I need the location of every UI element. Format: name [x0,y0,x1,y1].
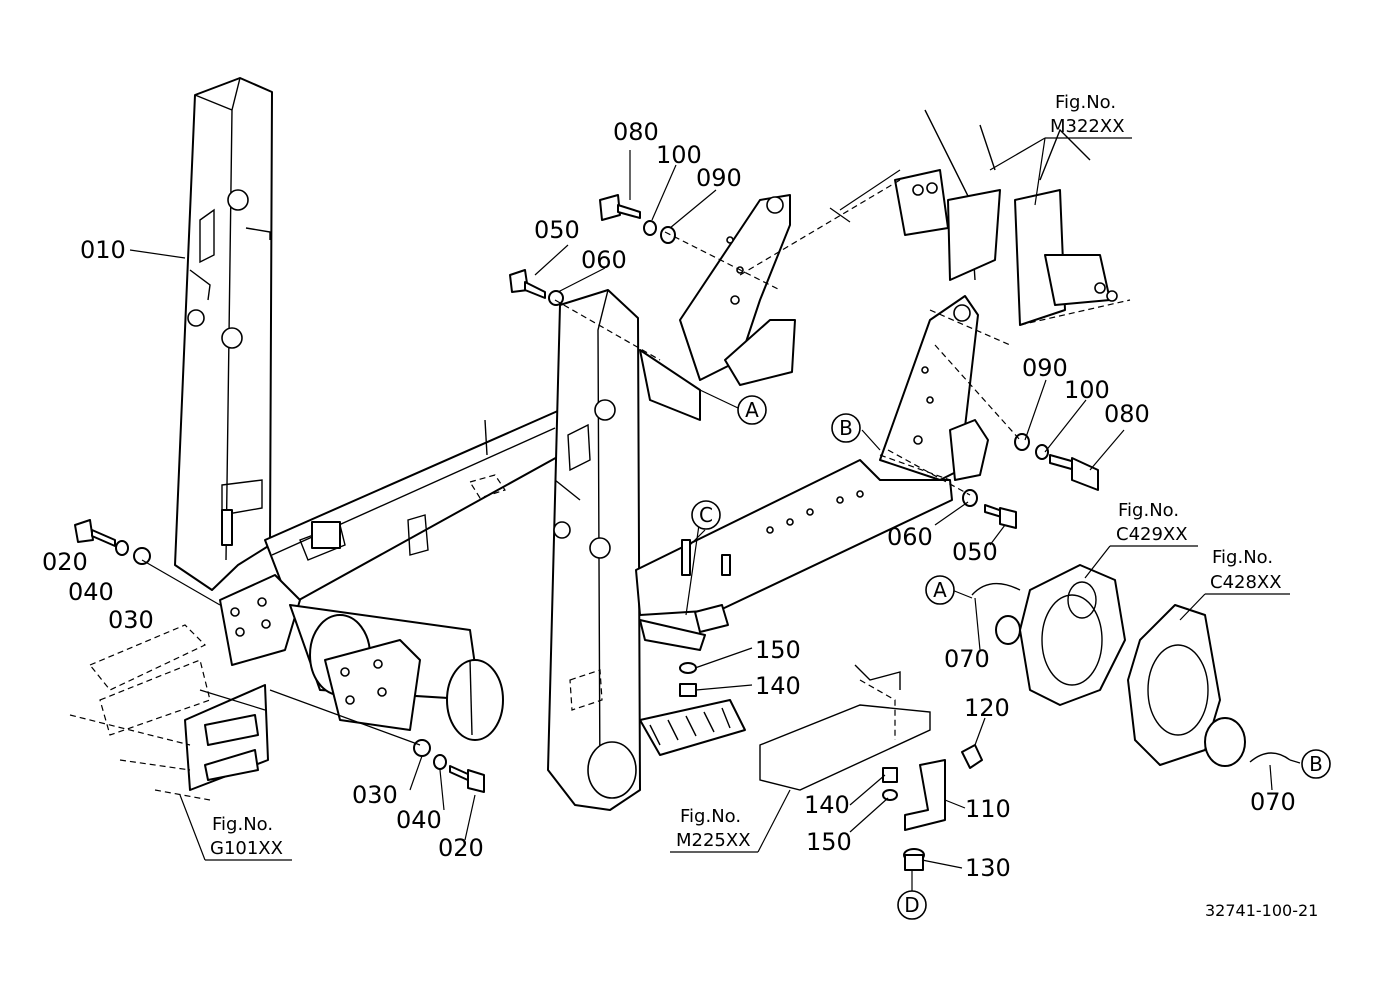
m225-code: M225XX [676,830,751,851]
label-040-bottom: 040 [396,806,442,834]
svg-text:A: A [933,578,947,602]
label-150-bottom: 150 [806,828,852,856]
svg-text:D: D [904,893,919,917]
label-100-top: 100 [656,141,702,169]
m322-title: Fig.No. [1055,92,1116,113]
fastener-set [74,194,1099,801]
label-120: 120 [964,694,1010,722]
right-upright-frame [547,289,641,811]
right-side-beam [635,459,953,616]
label-080-right: 080 [1104,400,1150,428]
c428-title: Fig.No. [1212,547,1273,568]
label-010: 010 [80,236,126,264]
figure-ref-g101: Fig.No. G101XX [179,794,292,861]
m322-reference-assembly [894,109,1131,326]
label-130: 130 [965,854,1011,882]
leader-lines [129,150,1301,893]
svg-text:B: B [1309,752,1323,776]
label-060-right: 060 [887,523,933,551]
label-020-left: 020 [42,548,88,576]
svg-text:C: C [699,503,713,527]
bracket-110 [904,759,946,831]
left-upright-frame [174,77,273,591]
ref-b-top: B [831,413,861,443]
label-080-top: 080 [613,118,659,146]
label-030-bottom: 030 [352,781,398,809]
g101-code: G101XX [210,838,283,859]
figure-ref-m322: Fig.No. M322XX [989,92,1132,206]
reference-letters: A B C A B D [691,395,1331,920]
m322-code: M322XX [1050,116,1125,137]
catalog-id: 32741-100-21 [1205,901,1318,920]
label-140-bottom: 140 [804,791,850,819]
snap-ring-070-right [1249,752,1291,763]
label-060-top: 060 [581,246,627,274]
c428-housing [1127,604,1246,767]
mount-bracket-a [639,194,796,421]
c429-housing [995,564,1126,706]
ref-b-bottom: B [1301,749,1331,779]
figure-ref-c429: Fig.No. C429XX [1084,500,1198,579]
label-040-left: 040 [68,578,114,606]
step-plate [639,699,746,756]
g101-title: Fig.No. [212,814,273,835]
ref-a-bottom: A [925,575,955,605]
bolt-120 [961,744,983,769]
front-mount-plate-lower [324,639,421,731]
figure-ref-m225: Fig.No. M225XX [670,789,791,853]
cross-beam [264,409,571,606]
label-140-center: 140 [755,672,801,700]
figure-ref-c428: Fig.No. C428XX [1179,547,1290,621]
label-050-top: 050 [534,216,580,244]
g101-reference-assembly [69,624,269,801]
label-100-right: 100 [1064,376,1110,404]
ref-d: D [897,890,927,920]
label-050-right: 050 [952,538,998,566]
label-090-top: 090 [696,164,742,192]
label-020-bottom: 020 [438,834,484,862]
c429-code: C429XX [1116,524,1188,545]
c428-code: C428XX [1210,572,1282,593]
snap-ring-070-left [971,582,1021,596]
label-070-left: 070 [944,645,990,673]
m225-title: Fig.No. [680,806,741,827]
svg-text:B: B [839,416,853,440]
front-mount-plate-left [219,574,301,666]
label-110: 110 [965,795,1011,823]
ref-c: C [691,500,721,530]
mount-bracket-b [879,295,989,481]
svg-text:A: A [745,398,759,422]
c429-title: Fig.No. [1118,500,1179,521]
rubber-mount-130 [903,848,925,871]
m225-reference-assembly [759,664,931,791]
label-070-right: 070 [1250,788,1296,816]
part-labels: 010 020 040 030 080 100 090 050 060 090 … [42,118,1296,882]
label-030-left: 030 [108,606,154,634]
reference-lines [141,169,1021,746]
ref-a-top: A [737,395,767,425]
label-150-center: 150 [755,636,801,664]
label-090-right: 090 [1022,354,1068,382]
